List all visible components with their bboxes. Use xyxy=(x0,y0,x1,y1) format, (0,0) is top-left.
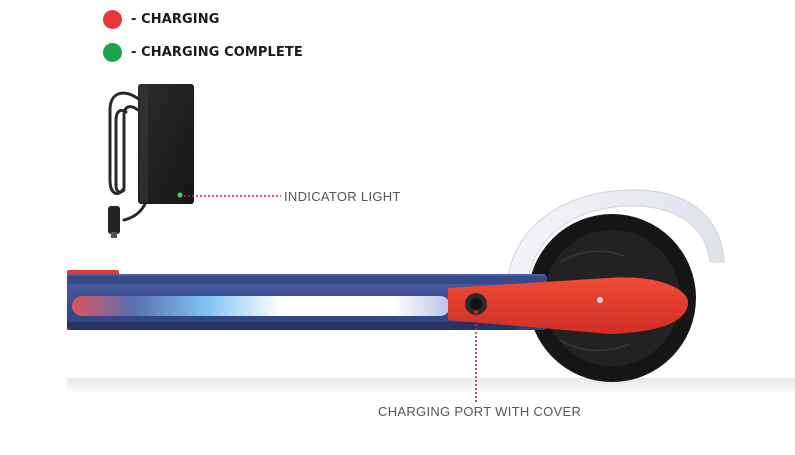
indicator-light-label: INDICATOR LIGHT xyxy=(284,189,401,204)
floor-shadow xyxy=(67,378,795,394)
charging-port-icon xyxy=(465,293,487,315)
axle-bolt-icon xyxy=(597,297,603,303)
port-leader-dot xyxy=(473,309,479,315)
red-dot-icon xyxy=(103,10,122,29)
scooter-deck xyxy=(67,270,547,330)
legend-item-charging-complete: - CHARGING COMPLETE xyxy=(103,43,303,62)
legend-label: - CHARGING COMPLETE xyxy=(131,45,303,60)
charger-brick xyxy=(138,84,194,204)
charging-port-label: CHARGING PORT WITH COVER xyxy=(378,404,582,419)
indicator-led-icon xyxy=(177,192,183,198)
legend-label: - CHARGING xyxy=(131,12,220,27)
green-dot-icon xyxy=(103,43,122,62)
charger-cable xyxy=(108,91,147,222)
legend-item-charging: - CHARGING xyxy=(103,10,219,29)
rear-swing-arm xyxy=(448,277,689,334)
charger-plug-icon xyxy=(108,206,120,238)
deck-light-strip xyxy=(72,296,450,316)
rear-fender xyxy=(507,189,725,279)
